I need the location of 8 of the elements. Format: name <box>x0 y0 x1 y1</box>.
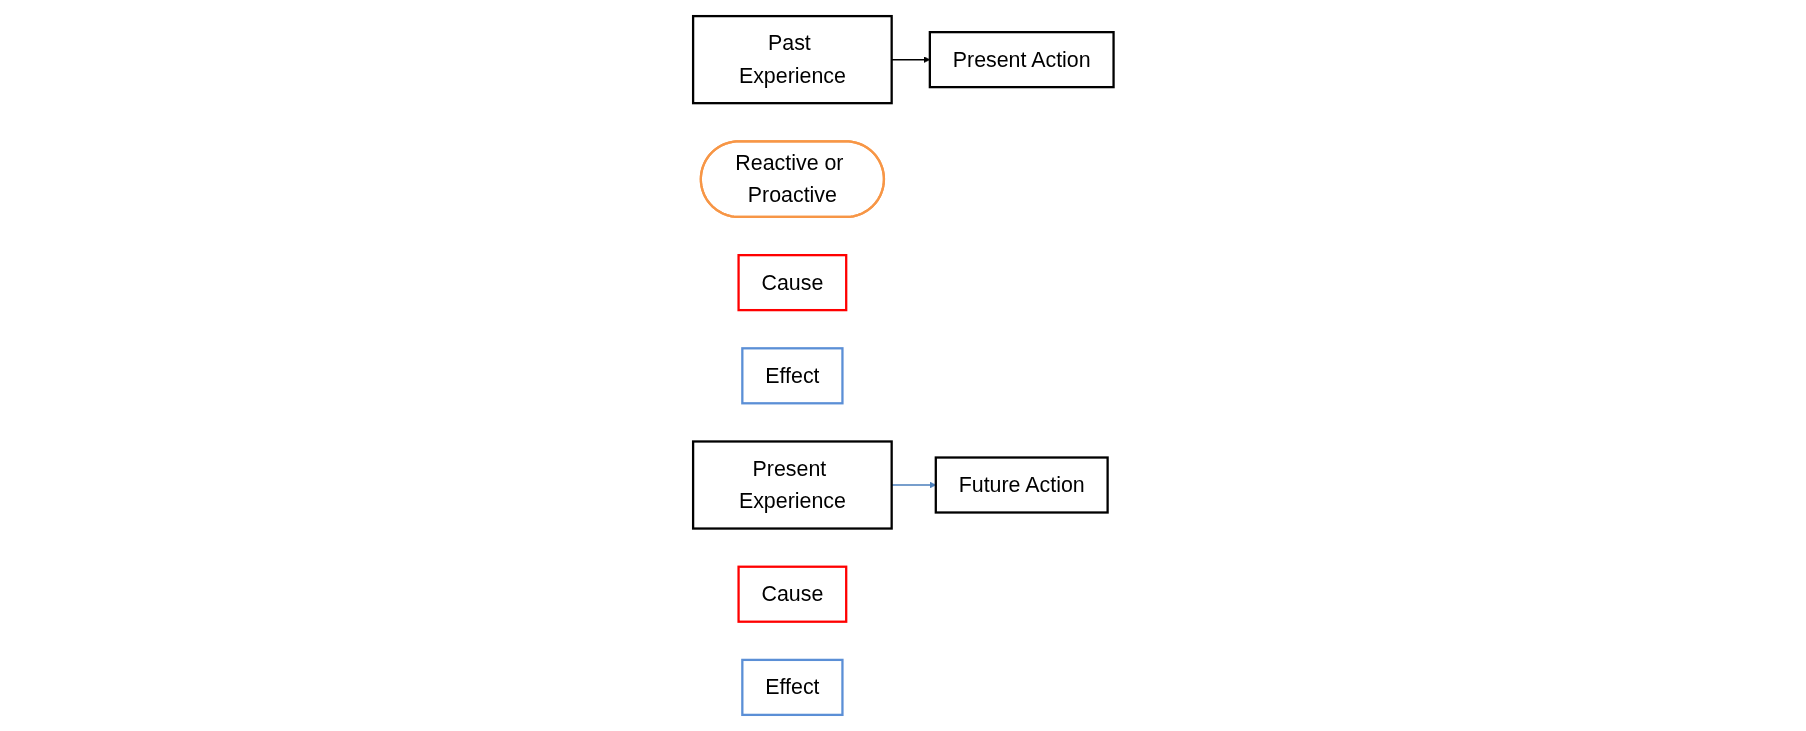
node-box: Present Action <box>928 31 1115 89</box>
node-box: Past Experience <box>691 14 893 105</box>
node-box: Cause <box>737 254 847 312</box>
node-box: Cause <box>737 565 847 623</box>
node-box: Effect <box>740 658 844 716</box>
node-box: Future Action <box>934 456 1109 514</box>
node-box: Effect <box>740 347 844 405</box>
node-box: Present Experience <box>691 440 893 530</box>
